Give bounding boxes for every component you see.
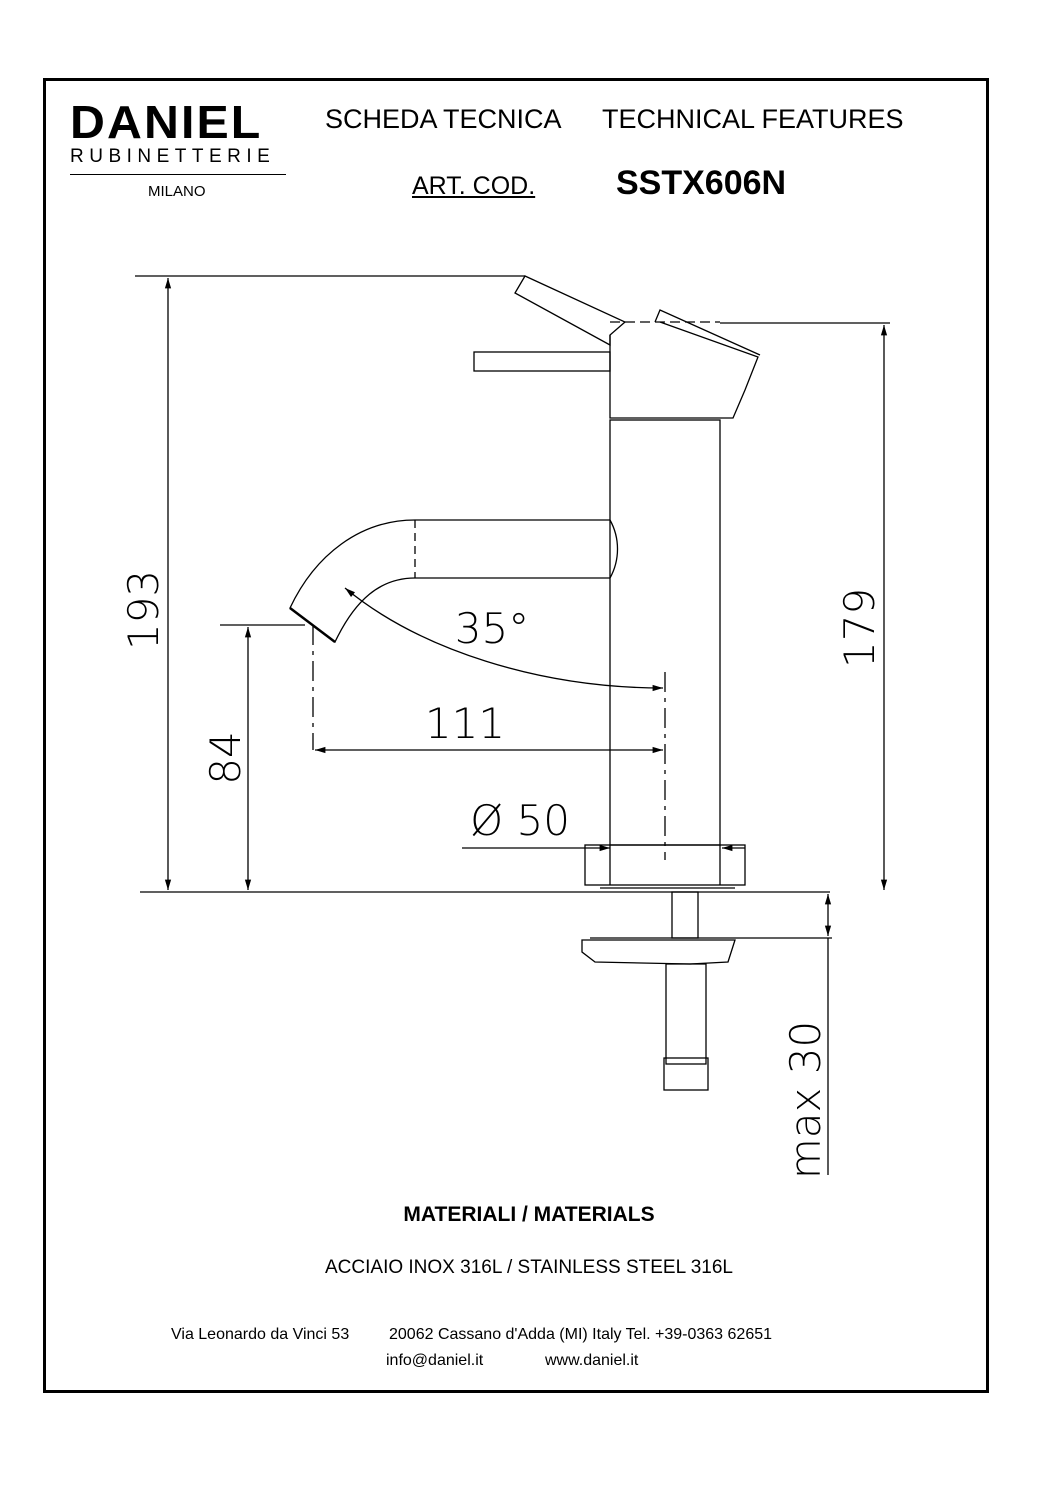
footer-city-phone: 20062 Cassano d'Adda (MI) Italy Tel. +39…: [389, 1326, 773, 1343]
dim-total-height: 193: [119, 570, 168, 650]
materials-heading: MATERIALI / MATERIALS: [403, 1203, 655, 1226]
dim-spout-reach: 111: [425, 699, 505, 748]
logo-city: MILANO: [148, 183, 206, 200]
materials-value: ACCIAIO INOX 316L / STAINLESS STEEL 316L: [325, 1257, 733, 1278]
art-cod-value: SSTX606N: [616, 164, 787, 202]
art-cod-label: ART. COD.: [412, 172, 536, 200]
footer-address: Via Leonardo da Vinci 53: [171, 1326, 350, 1343]
logo-subtitle: RUBINETTERIE: [70, 146, 276, 167]
dim-spout-height: 84: [201, 731, 250, 784]
page-border: [43, 78, 989, 1393]
title-english: TECHNICAL FEATURES: [602, 104, 904, 134]
logo-brand: DANIEL: [70, 96, 263, 148]
dimension-lines: [164, 278, 888, 936]
dim-spout-angle: 35°: [455, 604, 529, 653]
faucet-outline: [135, 275, 890, 1175]
dim-max-thickness: max 30: [781, 1021, 830, 1179]
title-italian: SCHEDA TECNICA: [325, 104, 562, 134]
dim-base-diameter: Ø 50: [470, 796, 570, 845]
brand-logo: DANIEL RUBINETTERIE MILANO: [70, 99, 290, 200]
footer-email[interactable]: info@daniel.it: [386, 1352, 484, 1369]
logo-divider: [70, 174, 286, 175]
dim-body-height: 179: [835, 588, 884, 668]
footer-website[interactable]: www.daniel.it: [545, 1352, 639, 1369]
